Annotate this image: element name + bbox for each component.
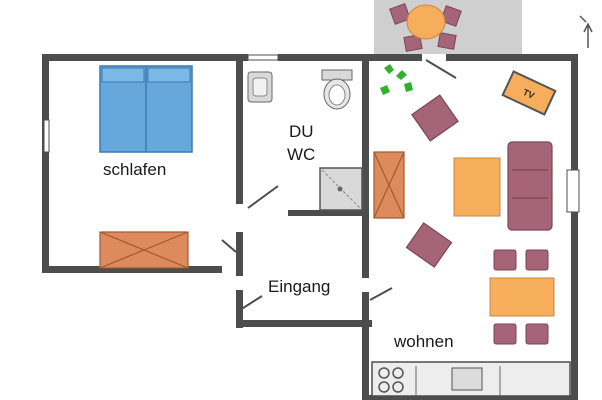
walls — [42, 54, 578, 400]
dining-chairs — [493, 249, 549, 345]
room-label-wc: WC — [287, 145, 315, 164]
kitchen-sink — [451, 367, 483, 391]
room-label-living: wohnen — [393, 332, 454, 351]
tv-cabinet: TV — [501, 70, 557, 116]
stove-icon — [378, 367, 404, 393]
wardrobe — [373, 151, 405, 219]
kitchen-counter — [371, 361, 571, 397]
terrace-table — [406, 4, 446, 40]
tv-label: TV — [521, 87, 536, 101]
room-label-bedroom: schlafen — [103, 160, 166, 179]
dining-table — [489, 277, 555, 317]
armchairs — [405, 94, 459, 268]
coffee-table — [453, 157, 501, 217]
sink-icon — [247, 71, 273, 103]
room-label-shower: DU — [289, 122, 314, 141]
double-bed — [99, 65, 193, 153]
room-label-entrance: Eingang — [268, 277, 330, 296]
plant-icon — [380, 64, 413, 95]
bedroom-dresser — [99, 231, 189, 269]
sofa — [507, 141, 553, 231]
windows — [43, 54, 580, 213]
shower-tray — [319, 167, 363, 211]
north-arrow-icon — [579, 15, 593, 48]
terrace-chair — [389, 3, 462, 52]
toilet-icon — [321, 69, 353, 110]
